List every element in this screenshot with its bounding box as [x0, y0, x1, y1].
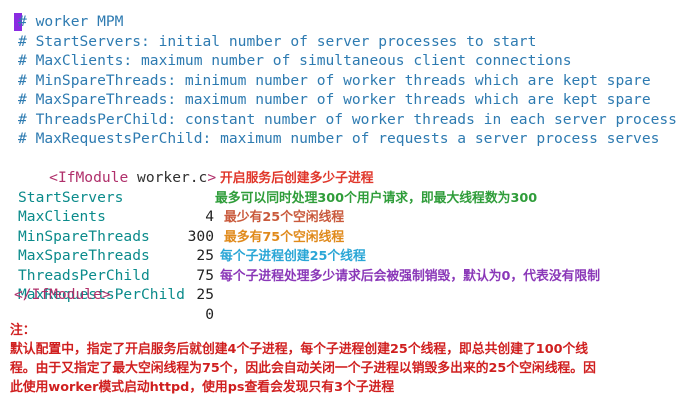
directive-key: MaxRequestsPerChild	[18, 286, 185, 303]
comment-line: # MaxRequestsPerChild: maximum number of…	[18, 130, 660, 147]
directive-value: 25	[196, 247, 214, 264]
tag-bracket: <	[49, 169, 58, 186]
ifmodule-open-line: <IfModule worker.c>	[14, 149, 216, 186]
directive-key: ThreadsPerChild	[18, 266, 150, 284]
directive-value: 300	[187, 227, 214, 245]
comment-line: # StartServers: initial number of server…	[18, 32, 537, 50]
directive-row: MaxClients 300 最多可以同时处理300个用户请求，即最大线程数为3…	[14, 188, 695, 245]
directive-key: StartServers	[18, 188, 124, 206]
directive-note: 最多可以同时处理300个用户请求，即最大线程数为300	[215, 190, 538, 206]
directive-value: 25	[196, 286, 214, 303]
directive-row: ThreadsPerChild 25 每个子进程创建25个线程	[14, 246, 695, 303]
ifmodule-close-line: </IfModule>	[14, 286, 111, 303]
config-editor[interactable]: # worker MPM # StartServers: initial num…	[14, 4, 695, 323]
footnote-title: 注：	[10, 323, 36, 338]
directive-note: 每个子进程处理多少请求后会被强制销毁，默认为0，代表没有限制	[220, 268, 601, 284]
directive-note: 开启服务后创建多少子进程	[220, 171, 374, 186]
text-cursor	[14, 13, 22, 31]
comment-line: # worker MPM	[18, 13, 124, 30]
comment-line: # MaxClients: maximum number of simultan…	[18, 52, 572, 69]
tag-bracket: >	[207, 169, 217, 186]
directive-note: 最少有25个空闲线程	[224, 210, 345, 225]
directive-note: 每个子进程创建25个线程	[220, 249, 366, 264]
directive-value: 75	[196, 266, 214, 284]
directive-key: MinSpareThreads	[18, 227, 150, 245]
directive-row: MinSpareThreads 25 最少有25个空闲线程	[14, 207, 695, 264]
footnote-line: 程。由于又指定了最大空闲线程为75个，因此会自动关闭一个子进程以销毁多出来的25…	[10, 361, 596, 376]
tag-name: IfModule	[57, 169, 129, 186]
directive-value: 0	[205, 305, 214, 323]
directive-row: StartServers 4 开启服务后创建多少子进程	[14, 168, 695, 225]
comment-line: # ThreadsPerChild: constant number of wo…	[18, 110, 677, 128]
comment-line: # MinSpareThreads: minimum number of wor…	[18, 71, 651, 89]
footnote-line: 默认配置中，指定了开启服务后就创建4个子进程，每个子进程创建25个线程，即总共创…	[10, 342, 589, 357]
tag-argument: worker.c	[137, 169, 208, 186]
directive-row: MaxRequestsPerChild 0 每个子进程处理多少请求后会被强制销毁…	[14, 266, 695, 323]
directive-note: 最多有75个空闲线程	[224, 229, 345, 245]
directive-row: MaxSpareThreads 75 最多有75个空闲线程	[14, 227, 695, 284]
directive-value: 4	[205, 208, 214, 225]
directive-key: MaxClients	[18, 208, 106, 225]
comment-line: # MaxSpareThreads: maximum number of wor…	[18, 91, 651, 108]
footnote-line: 此使用worker模式启动httpd，使用ps查看会发现只有3个子进程	[10, 380, 395, 395]
footnote: 注： 默认配置中，指定了开启服务后就创建4个子进程，每个子进程创建25个线程，即…	[10, 321, 690, 397]
directive-key: MaxSpareThreads	[18, 247, 150, 264]
